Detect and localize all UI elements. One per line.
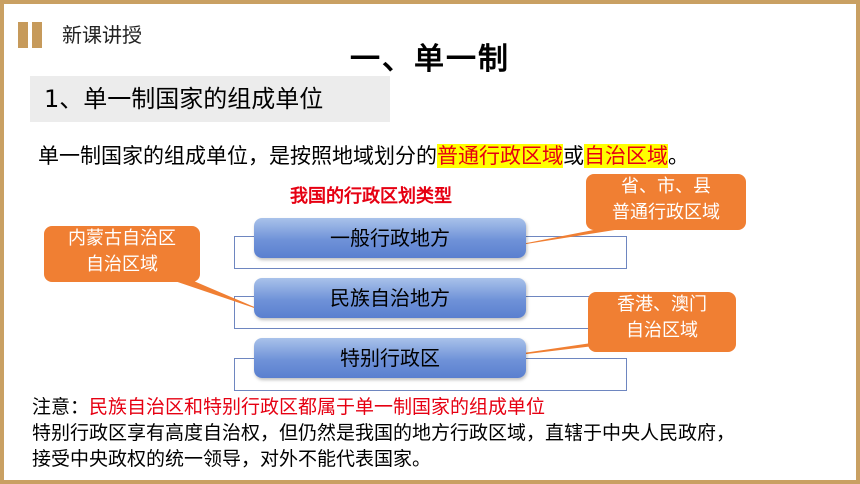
accent-bar <box>18 22 28 48</box>
callout-line: 自治区域 <box>626 320 698 341</box>
callout-line: 自治区域 <box>86 254 158 275</box>
accent-bar <box>32 22 42 48</box>
intro-end: 。 <box>668 144 689 168</box>
category-general: 一般行政地方 <box>254 218 526 258</box>
callout-hk-macau: 香港、澳门 自治区域 <box>588 292 736 352</box>
category-special-admin: 特别行政区 <box>254 338 526 378</box>
note-line-2: 特别行政区享有高度自治权，但仍然是我国的地方行政区域，直辖于中央人民政府， <box>32 422 736 444</box>
callout-line: 普通行政区域 <box>612 202 720 223</box>
page-title: 一、单一制 <box>350 42 510 77</box>
callout-line: 内蒙古自治区 <box>68 228 176 249</box>
callout-inner-mongolia: 内蒙古自治区 自治区域 <box>44 226 200 282</box>
diagram-title: 我国的行政区划类型 <box>290 186 452 207</box>
callout-general: 省、市、县 普通行政区域 <box>586 174 746 230</box>
note-line-3: 接受中央政权的统一领导，对外不能代表国家。 <box>32 448 432 470</box>
intro-text: 单一制国家的组成单位，是按照地域划分的普通行政区域或自治区域。 <box>38 140 689 170</box>
note-emphasis: 民族自治区和特别行政区都属于单一制国家的组成单位 <box>89 396 546 418</box>
intro-connector: 或 <box>563 144 584 168</box>
intro-before: 单一制国家的组成单位，是按照地域划分的 <box>38 144 437 168</box>
note-label: 注意： <box>32 396 90 418</box>
note-block: 注意：民族自治区和特别行政区都属于单一制国家的组成单位 特别行政区享有高度自治权… <box>32 394 735 472</box>
callout-line: 香港、澳门 <box>617 294 707 315</box>
callout-pointer-1 <box>501 226 640 248</box>
category-ethnic-autonomous: 民族自治地方 <box>254 278 526 318</box>
highlight-general: 普通行政区域 <box>437 144 563 168</box>
callout-pointer-2 <box>154 274 266 312</box>
subheading: 1、单一制国家的组成单位 <box>30 76 390 122</box>
note-line-1: 注意：民族自治区和特别行政区都属于单一制国家的组成单位 <box>32 394 735 420</box>
highlight-autonomous: 自治区域 <box>584 144 668 168</box>
section-label: 新课讲授 <box>62 23 142 47</box>
callout-line: 省、市、县 <box>621 176 711 197</box>
slide: 新课讲授 一、单一制 1、单一制国家的组成单位 单一制国家的组成单位，是按照地域… <box>4 4 856 480</box>
